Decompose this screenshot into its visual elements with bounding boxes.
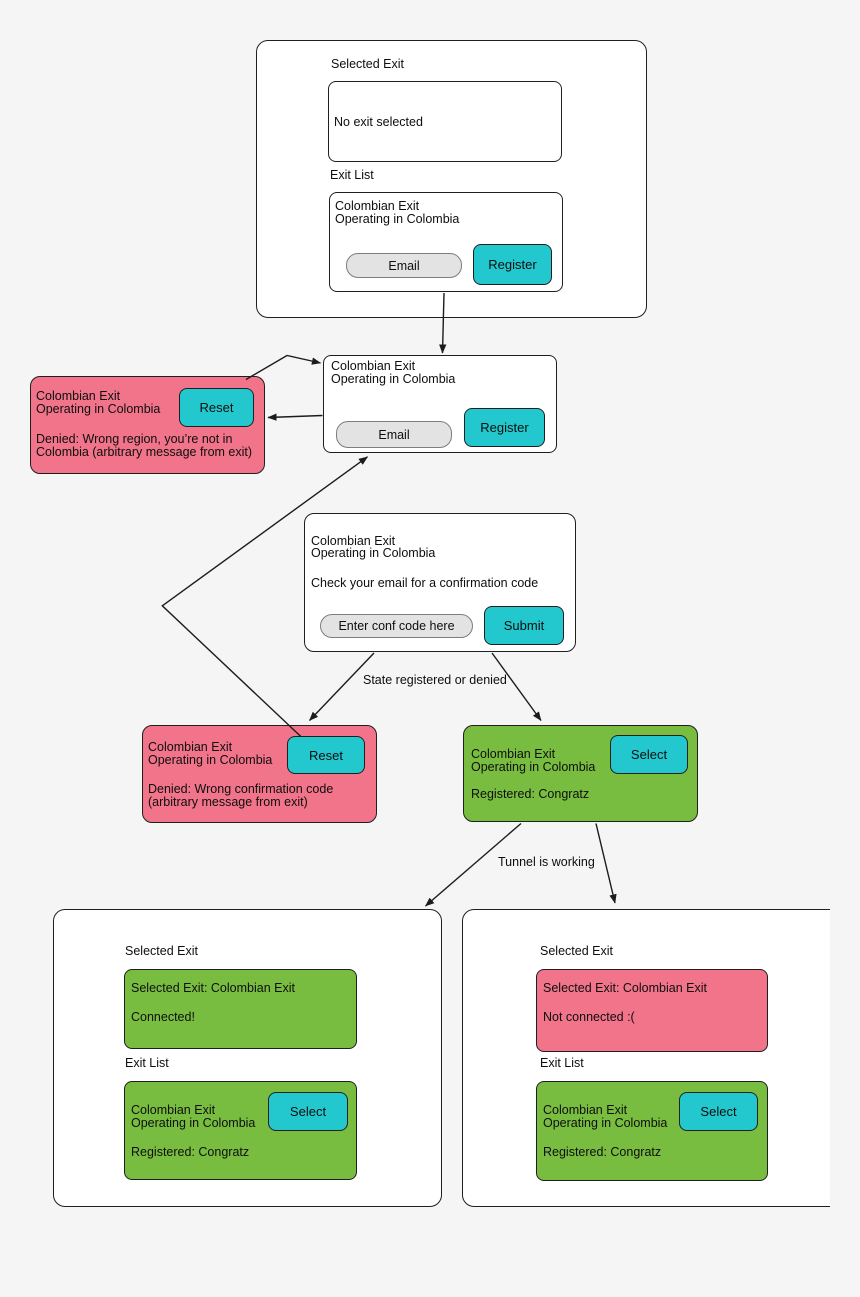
- selected-exit-box: [124, 969, 357, 1049]
- notconnected-status: Not connected :(: [543, 1010, 635, 1024]
- selected-exit-label: Selected Exit: [331, 57, 404, 71]
- select-button[interactable]: Select: [679, 1092, 758, 1131]
- arrow-confirm-to-denied-code: [308, 652, 375, 721]
- arrow-register-to-denied-region: [267, 413, 323, 421]
- edge-label-registered-or-denied: State registered or denied: [363, 673, 507, 687]
- denied-message-line1: Denied: Wrong confirmation code: [148, 782, 334, 796]
- selected-exit-line1: Selected Exit: Colombian Exit: [131, 981, 295, 995]
- exit-description: Operating in Colombia: [543, 1116, 668, 1130]
- register-button[interactable]: Register: [464, 408, 545, 447]
- arrow-confirm-to-registered: [491, 652, 542, 721]
- selected-exit-label: Selected Exit: [125, 944, 198, 958]
- register-button[interactable]: Register: [473, 244, 552, 285]
- exit-list-label: Exit List: [125, 1056, 169, 1070]
- edge-label-tunnel-working: Tunnel is working: [498, 855, 595, 869]
- exit-description: Operating in Colombia: [331, 372, 456, 386]
- arrow-registered-to-connected: [425, 822, 522, 907]
- exit-description: Operating in Colombia: [148, 753, 273, 767]
- select-button[interactable]: Select: [268, 1092, 348, 1131]
- exit-list-label: Exit List: [540, 1056, 584, 1070]
- denied-message-line2: (arbitrary message from exit): [148, 795, 308, 809]
- confirmation-prompt: Check your email for a confirmation code: [311, 576, 539, 590]
- email-input[interactable]: Email: [346, 253, 462, 278]
- selected-exit-line1: Selected Exit: Colombian Exit: [543, 981, 707, 995]
- registered-status: Registered: Congratz: [543, 1145, 662, 1159]
- exit-description: Operating in Colombia: [335, 212, 460, 226]
- exit-list-label: Exit List: [330, 168, 374, 182]
- conf-code-input[interactable]: Enter conf code here: [320, 614, 473, 638]
- select-button[interactable]: Select: [610, 735, 688, 774]
- exit-description: Operating in Colombia: [36, 402, 161, 416]
- arrow-initial-to-register: [439, 292, 447, 354]
- selected-exit-box: [536, 969, 768, 1052]
- denied-message-line2: Colombia (arbitrary message from exit): [36, 445, 253, 459]
- selected-exit-box: [328, 81, 562, 162]
- exit-name: Colombian Exit: [543, 1103, 628, 1117]
- exit-name: Colombian Exit: [311, 534, 396, 548]
- canvas-clip-strip: [830, 0, 860, 1297]
- arrow-denied-code-reset-to-register: [161, 456, 368, 741]
- reset-button[interactable]: Reset: [179, 388, 254, 427]
- registered-status: Registered: Congratz: [471, 787, 590, 801]
- no-exit-selected-text: No exit selected: [334, 115, 423, 129]
- selected-exit-label: Selected Exit: [540, 944, 613, 958]
- exit-name: Colombian Exit: [335, 199, 420, 213]
- exit-description: Operating in Colombia: [311, 546, 436, 560]
- denied-message-line1: Denied: Wrong region, you’re not in: [36, 432, 233, 446]
- exit-name: Colombian Exit: [36, 389, 121, 403]
- exit-description: Operating in Colombia: [471, 760, 596, 774]
- arrow-denied-region-to-register: [245, 354, 322, 381]
- exit-name: Colombian Exit: [471, 747, 556, 761]
- email-input[interactable]: Email: [336, 421, 452, 448]
- arrow-registered-to-notconnected: [595, 823, 617, 904]
- exit-description: Operating in Colombia: [131, 1116, 256, 1130]
- exit-name: Colombian Exit: [331, 359, 416, 373]
- registered-status: Registered: Congratz: [131, 1145, 250, 1159]
- reset-button[interactable]: Reset: [287, 736, 365, 774]
- submit-button[interactable]: Submit: [484, 606, 564, 645]
- exit-name: Colombian Exit: [131, 1103, 216, 1117]
- exit-name: Colombian Exit: [148, 740, 233, 754]
- connected-status: Connected!: [131, 1010, 195, 1024]
